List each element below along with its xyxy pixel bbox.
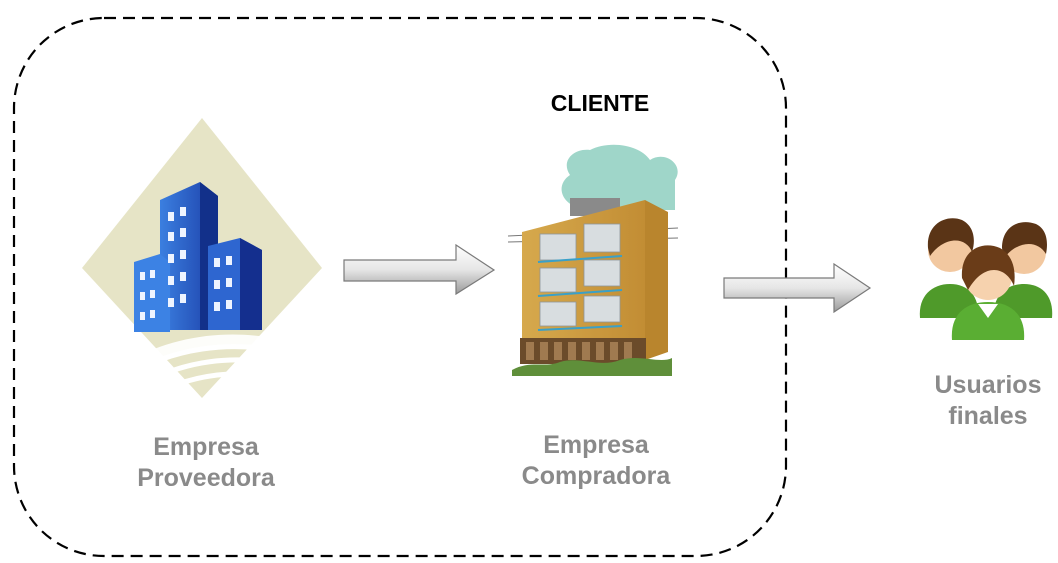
- user-group-icon: [919, 218, 1053, 340]
- buyer-label-line2: Compradora: [521, 462, 671, 490]
- office-building-icon: [82, 118, 322, 420]
- apartment-building-icon: [507, 144, 679, 376]
- buyer-label: Empresa Compradora: [496, 430, 696, 492]
- client-title: CLIENTE: [550, 90, 650, 116]
- flow-arrow-buyer-to-users: [723, 262, 872, 314]
- provider-label-line2: Proveedora: [137, 464, 275, 492]
- users-label: Usuarios finales: [918, 370, 1058, 432]
- provider-label-line1: Empresa: [153, 433, 259, 461]
- users-label-line2: finales: [948, 402, 1028, 430]
- buyer-label-line1: Empresa: [543, 431, 649, 459]
- flow-arrow-provider-to-buyer: [343, 243, 496, 296]
- provider-label: Empresa Proveedora: [106, 432, 306, 494]
- users-label-line1: Usuarios: [934, 371, 1042, 399]
